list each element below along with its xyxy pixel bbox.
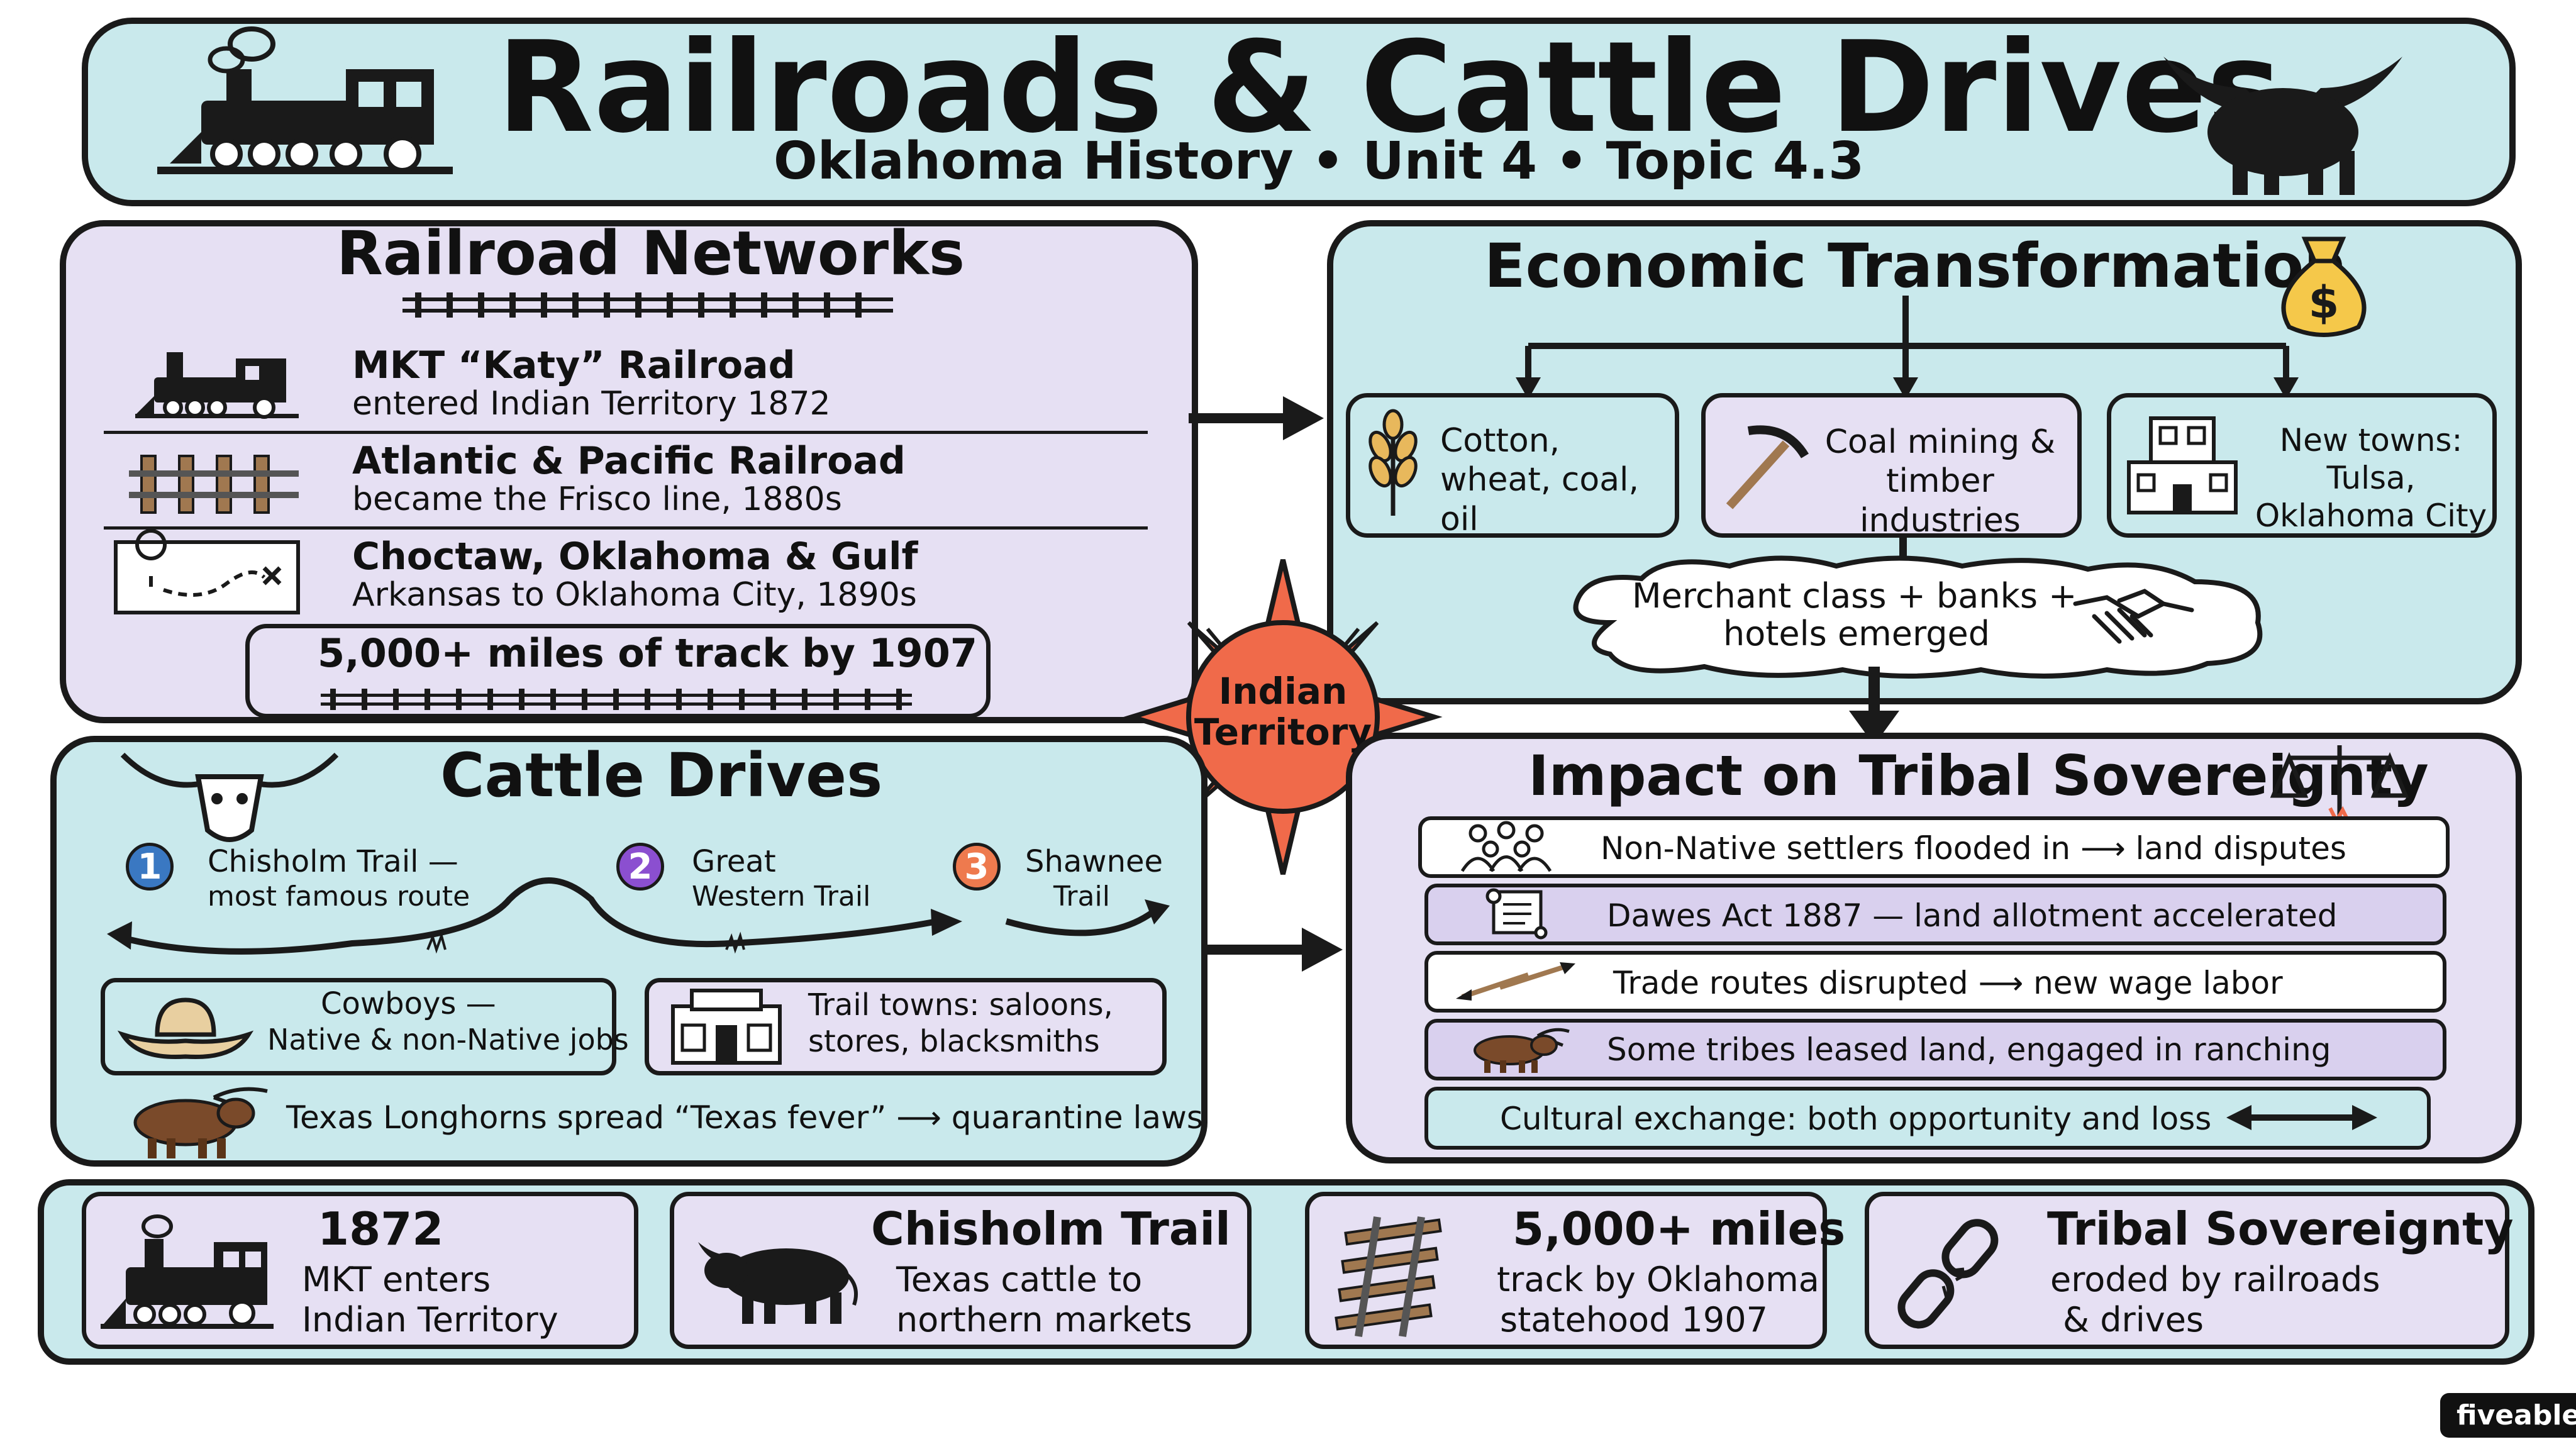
summary-2-line-2: northern markets (896, 1300, 1192, 1340)
railroad-item-2-sub: became the Frisco line, 1880s (352, 480, 842, 518)
handshake-icon (2069, 579, 2195, 657)
money-bag-icon: $ (2270, 226, 2377, 342)
economic-title: Economic Transformation (1484, 231, 2347, 301)
track-miles-text: 5,000+ miles of track by 1907 (318, 630, 978, 676)
railroad-item-1-title: MKT “Katy” Railroad (352, 343, 796, 387)
longhorn-skull-icon (116, 748, 343, 852)
longhorn-cattle-icon (126, 1085, 270, 1163)
arrows-exchange-icon (1453, 959, 1579, 1006)
page-title: Railroads & Cattle Drives (497, 14, 2282, 161)
impact-row-1 (1418, 816, 2450, 878)
summary-4-line-2: & drives (2063, 1300, 2204, 1340)
summary-1-line-1: MKT enters (302, 1260, 491, 1299)
pickaxe-icon (1717, 418, 1811, 515)
trail-1-line-2: most famous route (208, 880, 470, 913)
railroad-item-3-title: Choctaw, Oklahoma & Gulf (352, 535, 918, 579)
summary-1-line-2: Indian Territory (302, 1300, 558, 1340)
impact-row-4-text: Some tribes leased land, engaged in ranc… (1607, 1031, 2331, 1068)
railroad-item-1-sub: entered Indian Territory 1872 (352, 385, 831, 423)
summary-2-line-1: Texas cattle to (896, 1260, 1143, 1299)
cloud-line-1: Merchant class + banks + (1632, 576, 2077, 616)
locomotive-icon (157, 25, 459, 191)
bull-icon (692, 1230, 862, 1326)
impact-row-5-text: Cultural exchange: both opportunity and … (1500, 1101, 2212, 1137)
header-banner (82, 18, 2516, 206)
track-divider-icon (402, 292, 893, 320)
economic-box-crops-text: Cotton, wheat, coal, oil (1440, 422, 1640, 538)
impact-row-3 (1424, 951, 2446, 1013)
rail-track-icon (129, 453, 305, 518)
summary-3-line-1: track by Oklahoma (1497, 1260, 1819, 1299)
broken-chain-icon (1884, 1211, 2016, 1339)
scroll-document-icon (1481, 888, 1550, 941)
trail-1-line-1: Chisholm Trail — (208, 844, 458, 879)
trail-3-number: 3 (953, 843, 1001, 891)
cowboys-line-1: Cowboys — (321, 986, 496, 1021)
map-route-icon (113, 529, 302, 618)
impact-row-1-text: Non-Native settlers flooded in ⟶ land di… (1601, 830, 2346, 867)
summary-4-line-1: eroded by railroads (2050, 1260, 2380, 1299)
train-icon (135, 346, 305, 424)
arrow-right-icon (1189, 390, 1327, 449)
cloud-shape (1553, 553, 2283, 682)
rail-track-icon (1333, 1214, 1459, 1342)
summary-3-title: 5,000+ miles (1513, 1202, 1846, 1255)
train-icon (101, 1211, 277, 1339)
economic-box-towns-text: New towns: Tulsa, Oklahoma City (2255, 422, 2487, 534)
branch-connector (1509, 296, 2308, 405)
trail-towns-line-2: stores, blacksmiths (808, 1024, 1100, 1059)
building-icon (2126, 412, 2239, 521)
track-icon (321, 689, 912, 713)
people-group-icon (1453, 821, 1560, 877)
trail-2-number: 2 (616, 843, 664, 891)
trail-towns-line-1: Trail towns: saloons, (808, 987, 1113, 1023)
impact-row-4 (1424, 1019, 2446, 1080)
center-label-line-2: Territory (1194, 711, 1372, 753)
trail-2-line-2: Western Trail (692, 880, 871, 913)
summary-4-title: Tribal Sovereignty (2047, 1202, 2514, 1255)
summary-2-title: Chisholm Trail (871, 1202, 1231, 1255)
svg-text:$: $ (2309, 277, 2340, 328)
cattle-icon (1468, 1026, 1572, 1076)
economic-box-industry-text: Coal mining & timber industries (1824, 423, 2056, 540)
longhorn-text: Texas Longhorns spread “Texas fever” ⟶ q… (286, 1099, 1203, 1136)
cattle-drives-title: Cattle Drives (440, 740, 883, 811)
divider (104, 526, 1148, 530)
railroad-item-2-title: Atlantic & Pacific Railroad (352, 439, 906, 483)
trail-1-number: 1 (126, 843, 174, 891)
page-subtitle: Oklahoma History • Unit 4 • Topic 4.3 (774, 131, 1865, 191)
double-arrow-icon (2226, 1102, 2377, 1136)
storefront-icon (667, 987, 786, 1069)
summary-card-3 (1305, 1192, 1827, 1349)
brand-logo: fiveable (2440, 1393, 2576, 1438)
summary-3-line-2: statehood 1907 (1500, 1300, 1768, 1340)
impact-row-2 (1424, 884, 2446, 945)
railroad-item-3-sub: Arkansas to Oklahoma City, 1890s (352, 576, 917, 614)
bull-icon (2163, 44, 2402, 197)
trail-3-line-2: Trail (1053, 880, 1110, 913)
cloud-line-2: hotels emerged (1723, 614, 1990, 653)
impact-row-2-text: Dawes Act 1887 — land allotment accelera… (1607, 897, 2338, 934)
impact-row-3-text: Trade routes disrupted ⟶ new wage labor (1613, 965, 2283, 1001)
arrow-down-icon (1843, 667, 1906, 751)
arrow-right-icon (1204, 921, 1349, 980)
cowboy-hat-icon (117, 991, 254, 1069)
summary-1-title: 1872 (318, 1202, 444, 1255)
center-label-line-1: Indian (1218, 670, 1348, 713)
trail-3-line-1: Shawnee (1025, 844, 1163, 879)
trail-2-line-1: Great (692, 844, 776, 879)
wheat-icon (1362, 409, 1424, 525)
trail-path-icon (101, 862, 1170, 965)
divider (104, 431, 1148, 434)
cowboys-line-2: Native & non-Native jobs (267, 1023, 629, 1057)
railroad-networks-title: Railroad Networks (336, 218, 965, 289)
